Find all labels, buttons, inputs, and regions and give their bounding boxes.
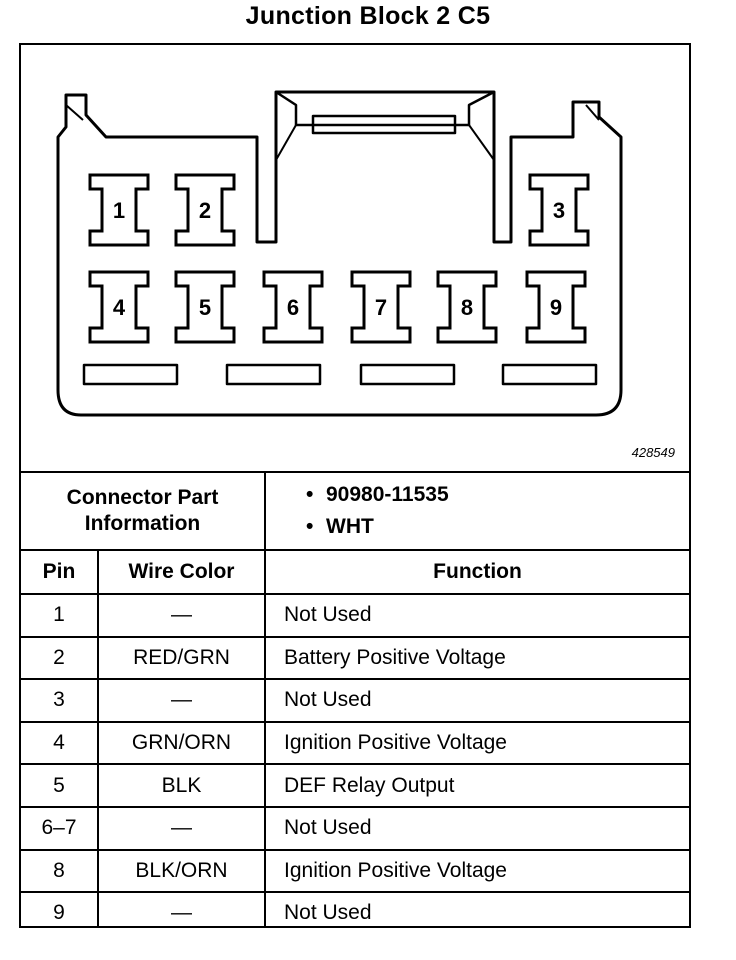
pin-cavity-4 bbox=[88, 270, 150, 344]
wire-color-cell: BLK/ORN bbox=[135, 858, 228, 882]
pin-cavity-8 bbox=[436, 270, 498, 344]
pin-cavity-3 bbox=[528, 173, 590, 247]
wire-color-cell: — bbox=[171, 603, 192, 627]
function-cell: Battery Positive Voltage bbox=[284, 645, 506, 669]
pin-cavities: 1 2 3 4 5 6 7 8 9 bbox=[88, 173, 590, 344]
connector-info-item: • WHT bbox=[266, 511, 449, 543]
function-cell: Not Used bbox=[284, 603, 372, 627]
pin-cavity-5 bbox=[174, 270, 236, 344]
row-divider bbox=[21, 763, 689, 766]
connector-housing-outline bbox=[56, 90, 623, 417]
connector-info-label-line1: Connector Part bbox=[66, 486, 219, 509]
bullet-icon: • bbox=[306, 515, 314, 538]
pin-cavity-2 bbox=[174, 173, 236, 247]
divider bbox=[21, 549, 689, 551]
bullet-icon: • bbox=[306, 483, 314, 506]
pin-label-8: 8 bbox=[461, 295, 473, 320]
pin-label-6: 6 bbox=[287, 295, 299, 320]
pin-cavity-6 bbox=[262, 270, 324, 344]
row-divider bbox=[21, 720, 689, 723]
row-divider bbox=[21, 635, 689, 638]
function-cell: Ignition Positive Voltage bbox=[284, 731, 507, 755]
column-header-wire-color: Wire Color bbox=[128, 560, 235, 583]
part-number: 90980-11535 bbox=[326, 483, 449, 506]
pin-label-9: 9 bbox=[550, 295, 562, 320]
connector-info-item: • 90980-11535 bbox=[266, 479, 449, 511]
pin-cavity-1 bbox=[88, 173, 150, 247]
wire-color-cell: GRN/ORN bbox=[131, 731, 232, 755]
pin-cell: 5 bbox=[53, 773, 65, 797]
page-title: Junction Block 2 C5 bbox=[245, 2, 491, 30]
pin-label-1: 1 bbox=[113, 198, 125, 223]
function-cell: Not Used bbox=[284, 816, 372, 840]
lock-slot-4 bbox=[501, 363, 598, 386]
lock-slot-3 bbox=[359, 363, 456, 386]
figure-number: 428549 bbox=[631, 445, 675, 460]
pin-cell: 8 bbox=[53, 858, 65, 882]
pin-cell: 2 bbox=[53, 645, 65, 669]
pin-label-5: 5 bbox=[199, 295, 211, 320]
wire-color-cell: — bbox=[171, 688, 192, 712]
pin-label-4: 4 bbox=[113, 295, 126, 320]
column-header-pin: Pin bbox=[42, 560, 76, 583]
connector-color: WHT bbox=[326, 515, 374, 538]
function-cell: Not Used bbox=[284, 688, 372, 712]
connector-info-label: Connector Part Information bbox=[21, 473, 264, 549]
row-divider bbox=[21, 848, 689, 851]
pin-label-7: 7 bbox=[375, 295, 387, 320]
latch-slot bbox=[311, 114, 457, 135]
row-divider bbox=[21, 891, 689, 894]
pin-cavity-7 bbox=[350, 270, 412, 344]
column-header-function: Function bbox=[433, 560, 522, 583]
connector-diagram: 1 2 3 4 5 6 7 8 9 bbox=[56, 90, 623, 417]
lock-slot-2 bbox=[225, 363, 322, 386]
row-divider bbox=[21, 678, 689, 681]
pin-cell: 1 bbox=[53, 603, 65, 627]
connector-frame: 1 2 3 4 5 6 7 8 9 428549 Connector Part Informat… bbox=[19, 43, 691, 928]
lock-slot-1 bbox=[82, 363, 179, 386]
row-divider bbox=[21, 593, 689, 595]
connector-info-label-line2: Information bbox=[84, 512, 201, 535]
wire-color-cell: RED/GRN bbox=[133, 645, 230, 669]
pin-label-3: 3 bbox=[553, 198, 565, 223]
pin-cell: 6–7 bbox=[41, 816, 77, 840]
function-cell: Not Used bbox=[284, 901, 372, 925]
latch-detail bbox=[275, 90, 495, 127]
divider bbox=[21, 471, 689, 473]
pin-cell: 4 bbox=[53, 731, 65, 755]
pin-cell: 9 bbox=[53, 901, 65, 925]
pin-cell: 3 bbox=[53, 688, 65, 712]
function-cell: Ignition Positive Voltage bbox=[284, 858, 507, 882]
pin-cavity-9 bbox=[525, 270, 587, 344]
pin-label-2: 2 bbox=[199, 198, 211, 223]
row-divider bbox=[21, 806, 689, 808]
divider bbox=[97, 549, 99, 928]
wire-color-cell: — bbox=[171, 901, 192, 925]
function-cell: DEF Relay Output bbox=[284, 773, 455, 797]
wire-color-cell: — bbox=[171, 816, 192, 840]
connector-info-list: • 90980-11535 • WHT bbox=[266, 479, 449, 543]
divider bbox=[264, 471, 266, 551]
wire-color-cell: BLK bbox=[161, 773, 202, 797]
divider bbox=[264, 549, 266, 928]
